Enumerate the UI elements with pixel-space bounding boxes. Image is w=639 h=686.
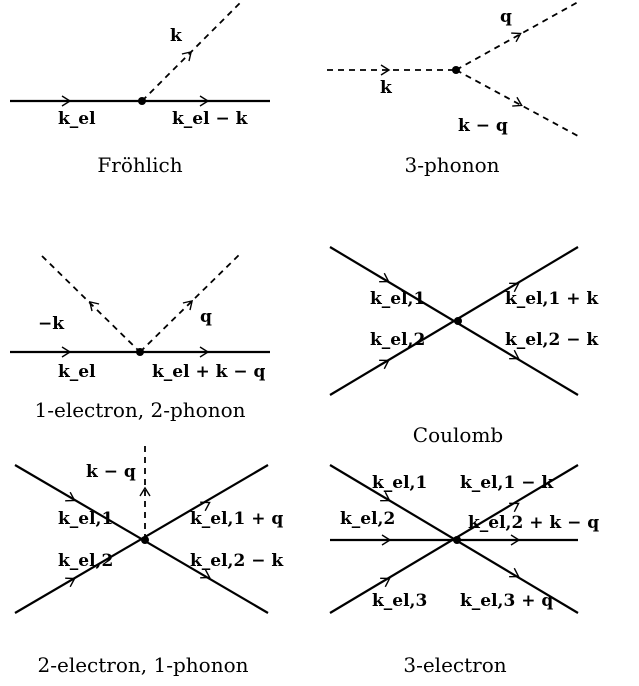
direction-arrow xyxy=(181,50,193,62)
direction-arrow xyxy=(380,577,391,588)
label-k-minus-q: k − q xyxy=(86,462,136,482)
vertex-dot xyxy=(141,536,149,544)
direction-arrow xyxy=(510,534,521,546)
label-q: q xyxy=(200,307,212,327)
label-kel1: k_el,1 xyxy=(372,473,427,493)
label-kel2-minus-k: k_el,2 − k xyxy=(190,551,284,571)
direction-arrow xyxy=(380,64,391,76)
label-k: k xyxy=(170,26,183,46)
label-kel3: k_el,3 xyxy=(372,591,427,611)
direction-arrow xyxy=(65,577,76,588)
direction-arrow xyxy=(61,95,72,107)
vertex-dot xyxy=(453,536,461,544)
diagram-two-electron-one-phonon: k − q k_el,1 k_el,2 k_el,1 + q k_el,2 − … xyxy=(14,442,284,677)
label-kel2: k_el,2 xyxy=(58,551,113,571)
label-q: q xyxy=(500,7,512,27)
direction-arrow xyxy=(199,95,210,107)
caption-frohlich: Fröhlich xyxy=(97,153,182,177)
direction-arrow xyxy=(182,299,194,311)
diagram-three-phonon: q k k − q 3-phonon xyxy=(327,1,579,177)
label-kel1: k_el,1 xyxy=(370,289,425,309)
phonon-line-k-minus-q xyxy=(455,69,579,137)
label-kel1-plus-q: k_el,1 + q xyxy=(190,509,283,529)
label-kel: k_el xyxy=(58,362,96,382)
label-kel1-minus-k: k_el,1 − k xyxy=(460,473,554,493)
direction-arrow xyxy=(88,300,100,312)
diagram-one-electron-two-phonon: −k q k_el k_el + k − q 1-electron, 2-pho… xyxy=(10,253,270,422)
vertex-dot xyxy=(136,348,144,356)
phonon-line-q xyxy=(455,1,579,71)
direction-arrow xyxy=(512,96,523,107)
direction-arrow xyxy=(200,568,211,579)
direction-arrow xyxy=(65,491,76,502)
direction-arrow xyxy=(509,502,520,513)
caption-three-phonon: 3-phonon xyxy=(404,153,499,177)
direction-arrow xyxy=(200,501,211,512)
label-minus-k: −k xyxy=(38,314,65,334)
vertex-dot xyxy=(452,66,460,74)
label-k: k xyxy=(380,78,393,98)
label-kel2-minus-k: k_el,2 − k xyxy=(505,330,599,350)
direction-arrow xyxy=(379,359,390,370)
direction-arrow xyxy=(61,346,72,358)
direction-arrow xyxy=(509,567,520,578)
direction-arrow xyxy=(379,272,390,283)
vertex-dot xyxy=(454,317,462,325)
label-kel1: k_el,1 xyxy=(58,509,113,529)
diagram-three-electron: k_el,1 k_el,2 k_el,3 k_el,1 − k k_el,2 +… xyxy=(329,464,599,677)
caption-one-electron-two-phonon: 1-electron, 2-phonon xyxy=(35,398,246,422)
caption-three-electron: 3-electron xyxy=(403,653,506,677)
vertex-dot xyxy=(138,97,146,105)
label-kel1-plus-k: k_el,1 + k xyxy=(505,289,599,309)
label-kel2: k_el,2 xyxy=(370,330,425,350)
label-kel: k_el xyxy=(58,109,96,129)
diagram-frohlich: k k_el k_el − k Fröhlich xyxy=(10,2,270,177)
label-kel2: k_el,2 xyxy=(340,509,395,529)
label-kel3-plus-q: k_el,3 + q xyxy=(460,591,553,611)
label-kel2-plus-k-minus-q: k_el,2 + k − q xyxy=(468,513,599,533)
direction-arrow xyxy=(381,534,392,546)
direction-arrow xyxy=(380,491,391,502)
direction-arrow xyxy=(509,349,520,360)
caption-coulomb: Coulomb xyxy=(413,423,503,447)
direction-arrow xyxy=(511,32,522,43)
direction-arrow xyxy=(139,486,151,497)
diagram-coulomb: k_el,1 k_el,2 k_el,1 + k k_el,2 − k Coul… xyxy=(329,246,599,447)
caption-two-electron-one-phonon: 2-electron, 1-phonon xyxy=(38,653,249,677)
label-kel-plus-k-minus-q: k_el + k − q xyxy=(152,362,265,382)
label-kel-minus-k: k_el − k xyxy=(172,109,249,129)
direction-arrow xyxy=(199,346,210,358)
direction-arrow xyxy=(509,282,520,293)
phonon-line-q xyxy=(139,253,241,353)
label-k-minus-q: k − q xyxy=(458,116,508,136)
